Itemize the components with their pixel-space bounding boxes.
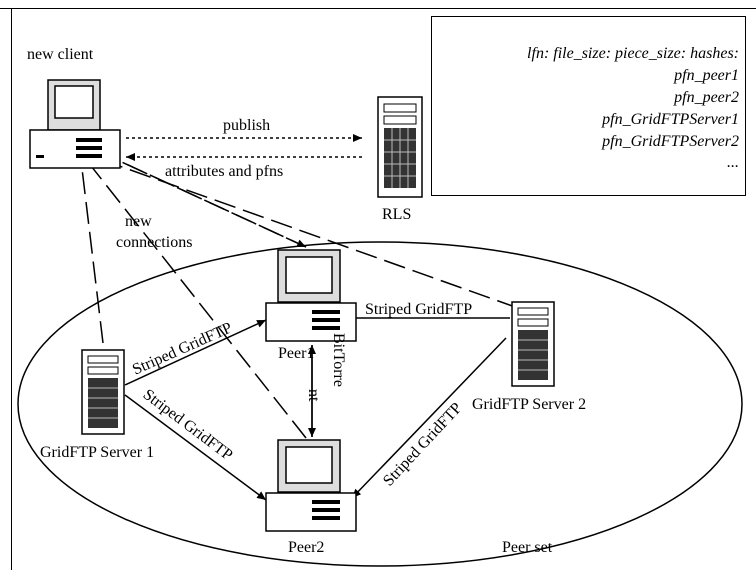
- rls-label: RLS: [382, 206, 412, 223]
- rls-record-box: lfn: file_size: piece_size: hashes: pfn_…: [431, 16, 746, 196]
- attributes-and-pfns-label: attributes and pfns: [165, 163, 284, 180]
- rls-record-header: lfn: file_size: piece_size: hashes:: [527, 45, 739, 62]
- rls-edges: [126, 134, 362, 161]
- new-connections-label-line1: new: [125, 213, 152, 230]
- left-border: [11, 8, 12, 570]
- new-client-computer-icon: [29, 79, 121, 169]
- peer2-computer-icon: [265, 439, 357, 532]
- rls-server-icon: [377, 96, 423, 198]
- rls-record-line: pfn_peer1: [674, 67, 739, 84]
- striped-gridftp-label-gs2-peer1: Striped GridFTP: [365, 301, 473, 318]
- peer-set-label: Peer set: [502, 539, 553, 556]
- rls-record-line: pfn_peer2: [674, 89, 739, 106]
- rls-record-ellipsis: ...: [727, 154, 739, 171]
- peer1-label: Peer1: [278, 345, 315, 362]
- peer-set-ellipse: [17, 241, 743, 567]
- gridftp-server-1-icon: [81, 349, 125, 435]
- striped-gridftp-edges: [124, 314, 510, 501]
- peer2-label: Peer2: [288, 539, 325, 556]
- top-border: [0, 8, 756, 9]
- peer1-computer-icon: [265, 249, 357, 342]
- gridftp-server-1-label: GridFTP Server 1: [40, 444, 155, 461]
- new-connections-edges: [77, 151, 519, 439]
- publish-label: publish: [223, 117, 271, 134]
- bittorrent-label-part1: BitTorre: [330, 333, 347, 387]
- rls-record-line: pfn_GridFTPServer1: [602, 111, 739, 128]
- gridftp-server-2-icon: [511, 301, 555, 387]
- bittorrent-label-part2: nt: [305, 389, 322, 402]
- gridftp-server-2-label: GridFTP Server 2: [472, 396, 587, 413]
- rls-record-line: pfn_GridFTPServer2: [602, 133, 739, 150]
- new-client-label: new client: [27, 46, 94, 63]
- new-connections-label-line2: connections: [116, 234, 193, 251]
